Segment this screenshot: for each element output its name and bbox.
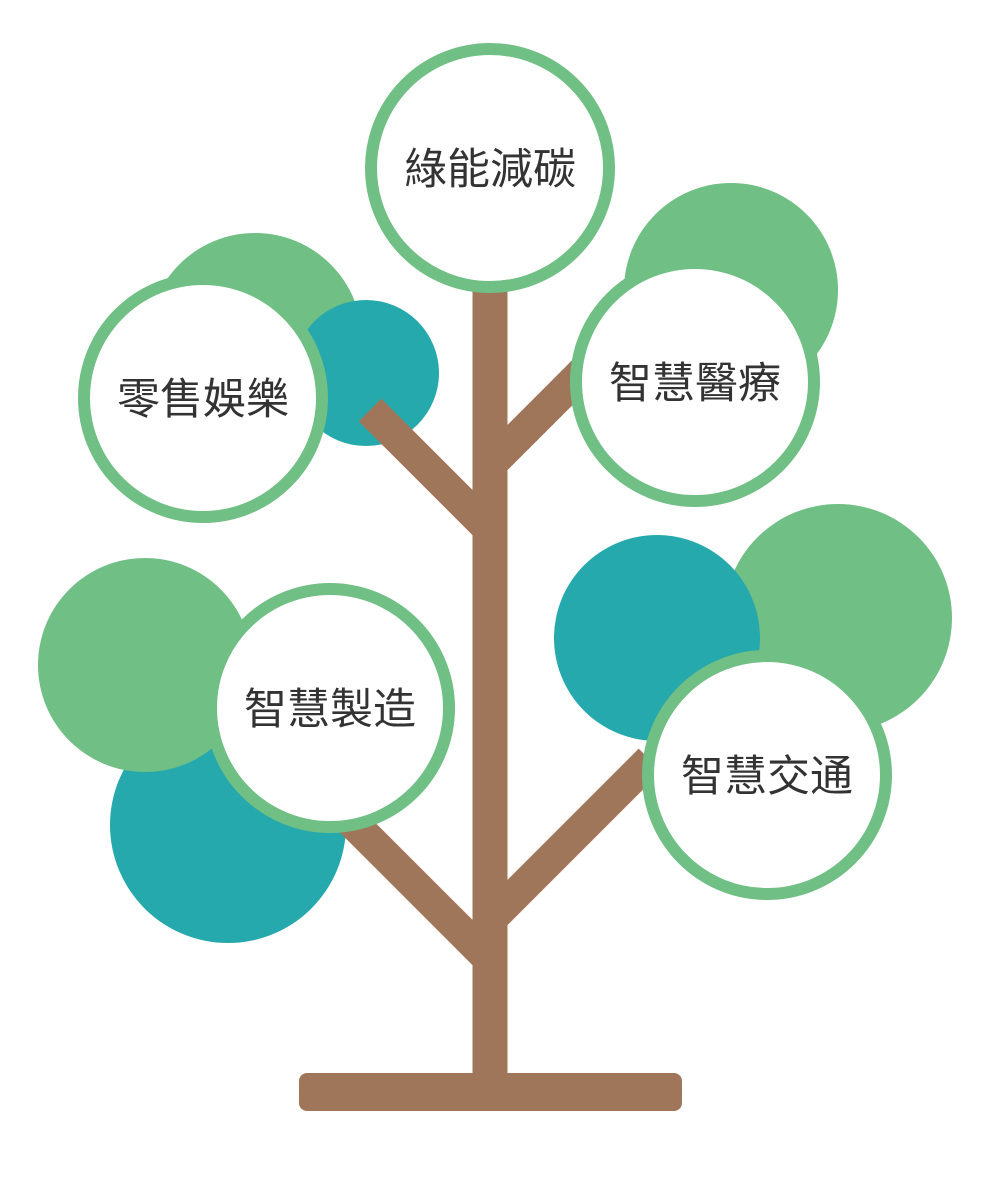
node-label: 智慧製造 (244, 685, 416, 735)
node-label: 綠能減碳 (404, 145, 576, 195)
node-smart-transportation: 智慧交通 (642, 650, 892, 900)
node-label: 智慧醫療 (609, 359, 781, 409)
node-label: 智慧交通 (681, 752, 853, 802)
branch-lower-right (478, 748, 662, 932)
teal-circle-retail-back (293, 300, 439, 446)
node-smart-manufacturing: 智慧製造 (205, 583, 455, 833)
tree-base (299, 1073, 682, 1111)
tree-trunk (328, 285, 662, 1085)
node-label: 零售娛樂 (117, 375, 289, 425)
branch-upper-left (358, 398, 502, 542)
green-circle-manufacturing-back (38, 558, 252, 772)
node-smart-healthcare: 智慧醫療 (570, 257, 820, 507)
node-retail-entertainment: 零售娛樂 (78, 273, 328, 523)
branch-lower-left (328, 798, 502, 972)
node-green-energy: 綠能減碳 (365, 43, 615, 293)
